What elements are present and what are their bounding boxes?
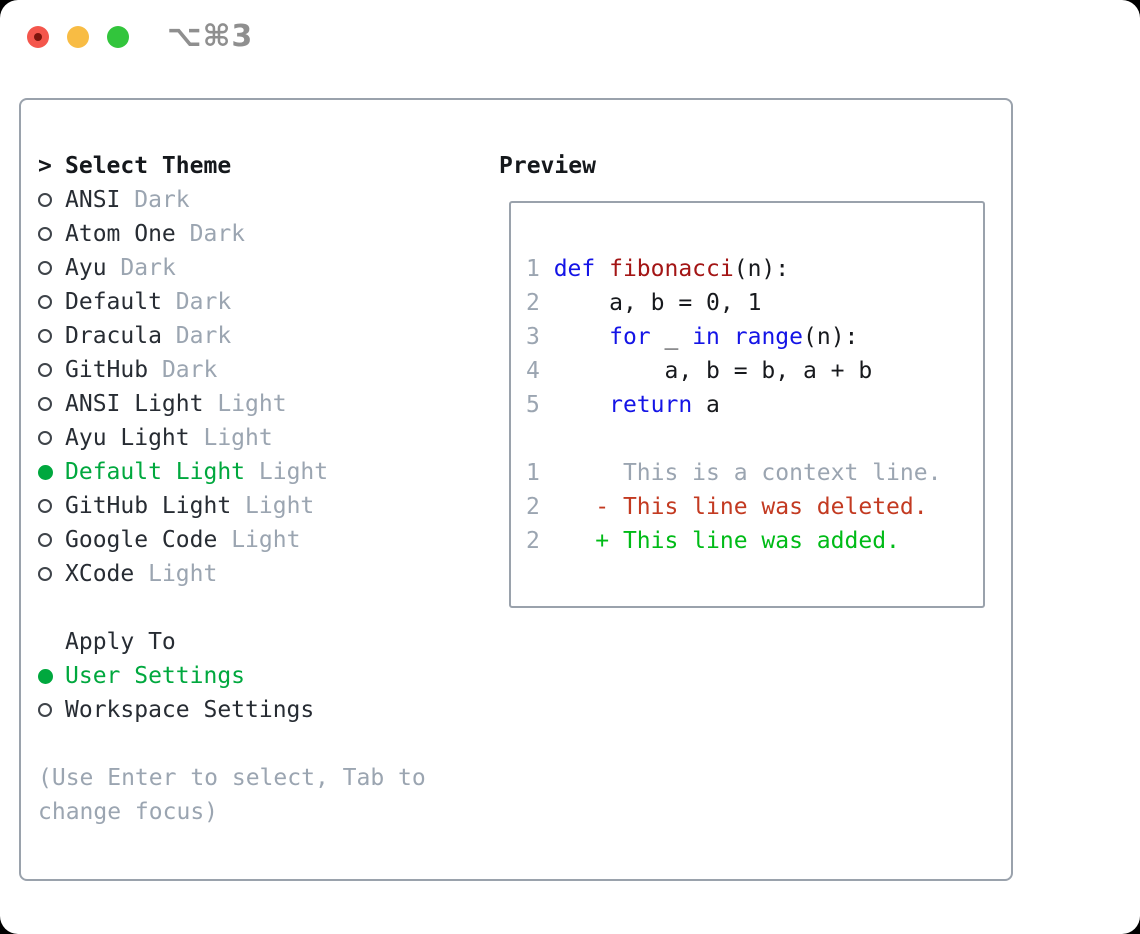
code-line: 2 + This line was added. [526, 528, 900, 554]
theme-option-label: Ayu Dark [65, 255, 176, 281]
theme-option-label: Dracula Dark [65, 323, 232, 349]
preview-code: 1 def fibonacci(n): 2 a, b = 0, 1 3 for _ … [526, 252, 983, 558]
radio-icon [38, 227, 65, 241]
radio-icon [38, 431, 65, 445]
code-line: 4 a, b = b, a + b [526, 358, 873, 384]
zoom-button[interactable] [107, 26, 129, 48]
theme-option-label: XCode Light [65, 561, 218, 587]
preview-title: Preview [499, 153, 596, 179]
theme-option-default[interactable]: Default Dark [38, 285, 490, 319]
theme-option-label: Default Dark [65, 289, 232, 315]
theme-option-label: ANSI Dark [65, 187, 190, 213]
hint-text: (Use Enter to select, Tab to change focu… [38, 761, 490, 829]
theme-option-github-light[interactable]: GitHub Light Light [38, 489, 490, 523]
prompt-cursor-icon: > [38, 153, 52, 179]
apply-option-user-settings[interactable]: User Settings [38, 659, 490, 693]
theme-option-ayu[interactable]: Ayu Dark [38, 251, 490, 285]
theme-option-label: GitHub Light Light [65, 493, 315, 519]
code-line: 2 - This line was deleted. [526, 494, 928, 520]
radio-icon [38, 193, 65, 207]
apply-option-label: User Settings [65, 663, 246, 689]
theme-option-ayu-light[interactable]: Ayu Light Light [38, 421, 490, 455]
radio-icon [38, 533, 65, 547]
theme-option-label: ANSI Light Light [65, 391, 287, 417]
radio-icon [38, 397, 65, 411]
theme-option-atom-one[interactable]: Atom One Dark [38, 217, 490, 251]
minimize-button[interactable] [67, 26, 89, 48]
radio-icon [38, 295, 65, 309]
theme-option-github[interactable]: GitHub Dark [38, 353, 490, 387]
apply-option-label: Workspace Settings [65, 697, 315, 723]
code-line: 3 for _ in range(n): [526, 324, 859, 350]
theme-option-google-code[interactable]: Google Code Light [38, 523, 490, 557]
radio-icon [38, 261, 65, 275]
code-line: 2 a, b = 0, 1 [526, 290, 762, 316]
theme-option-ansi-light[interactable]: ANSI Light Light [38, 387, 490, 421]
radio-icon [38, 499, 65, 513]
radio-selected-icon [38, 464, 65, 480]
code-line [526, 422, 983, 456]
radio-icon [38, 329, 65, 343]
theme-option-label: Google Code Light [65, 527, 301, 553]
theme-option-xcode[interactable]: XCode Light [38, 557, 490, 591]
radio-selected-icon [38, 668, 65, 684]
code-line: 5 return a [526, 392, 720, 418]
hint-line: (Use Enter to select, Tab to [38, 765, 426, 791]
select-theme-header: > Select Theme [38, 149, 490, 183]
preview-pane: 1 def fibonacci(n): 2 a, b = 0, 1 3 for _ … [509, 201, 985, 608]
apply-to-title: Apply To [65, 629, 176, 655]
theme-option-ansi[interactable]: ANSI Dark [38, 183, 490, 217]
radio-icon [38, 703, 65, 717]
theme-option-label: Default Light Light [65, 459, 329, 485]
window-shortcut-label: ⌥⌘3 [167, 19, 254, 54]
code-line: 1 This is a context line. [526, 460, 942, 486]
apply-option-workspace-settings[interactable]: Workspace Settings [38, 693, 490, 727]
apply-to-header: Apply To [38, 625, 490, 659]
select-theme-title: Select Theme [65, 153, 232, 179]
theme-option-default-light[interactable]: Default Light Light [38, 455, 490, 489]
theme-option-dracula[interactable]: Dracula Dark [38, 319, 490, 353]
theme-option-label: Ayu Light Light [65, 425, 273, 451]
code-line: 1 def fibonacci(n): [526, 256, 790, 282]
titlebar: ⌥⌘3 [0, 0, 1140, 80]
hint-line: change focus) [38, 799, 219, 825]
radio-icon [38, 567, 65, 581]
theme-option-label: GitHub Dark [65, 357, 218, 383]
radio-icon [38, 363, 65, 377]
close-button[interactable] [27, 26, 49, 48]
theme-option-label: Atom One Dark [65, 221, 246, 247]
